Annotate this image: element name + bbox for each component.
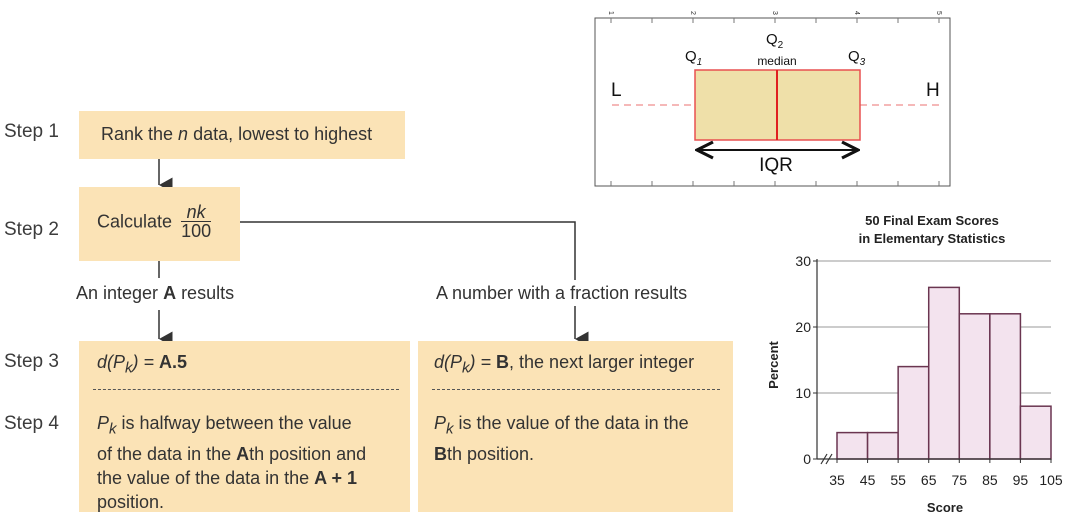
histogram-bar (866, 431, 899, 460)
label-q3: Q3 (848, 48, 866, 68)
connector-step2-right-a (240, 221, 576, 280)
y-tick-label: 30 (795, 253, 811, 269)
x-tick-label: 35 (829, 472, 845, 488)
x-tick-label: 45 (860, 472, 876, 488)
boxplot-diagram: 1 2 3 4 5 L H Q1 Q2 median Q3 IQR (594, 11, 951, 187)
chart-title: 50 Final Exam Scores (865, 213, 999, 228)
label-h: H (926, 80, 940, 101)
branch-fraction-label: A number with a fraction results (434, 283, 690, 304)
x-tick-label: 65 (921, 472, 937, 488)
step1-box: Rank the n data, lowest to highest (79, 111, 405, 159)
right-divider (432, 389, 720, 390)
step2-box: Calculate nk 100 (79, 187, 240, 261)
boxplot-tick-4: 4 (853, 11, 860, 15)
fraction-result-box: d(Pk) = B, the next larger integer Pk is… (418, 341, 733, 512)
x-tick-label: 105 (1039, 472, 1063, 488)
step3-label: Step 3 (4, 351, 59, 372)
step2-formula: Calculate nk 100 (97, 202, 212, 241)
step1-label: Step 1 (4, 121, 59, 142)
label-q2: Q2 (766, 31, 784, 51)
step4-right-text: Pk is the value of the data in the Bth p… (434, 413, 689, 464)
histogram-bar (897, 365, 930, 460)
label-l: L (611, 80, 622, 101)
boxplot-tick-1: 1 (607, 11, 614, 15)
histogram-bar (989, 313, 1022, 460)
histogram-bar (836, 431, 869, 460)
x-tick-label: 85 (982, 472, 998, 488)
label-median: median (757, 54, 796, 68)
y-axis-label: Percent (766, 340, 781, 388)
histogram-bar (958, 313, 991, 460)
step4-label: Step 4 (4, 413, 59, 434)
boxplot-tick-5: 5 (935, 11, 942, 15)
histogram-chart: 50 Final Exam Scores in Elementary Stati… (766, 213, 1063, 515)
branch-integer-label: An integer A results (76, 283, 235, 303)
histogram-bar (927, 286, 961, 460)
step3-left-text: d(Pk) = A.5 (97, 352, 188, 377)
boxplot-tick-3: 3 (771, 11, 778, 15)
flowchart-connectors (158, 159, 589, 347)
chart-subtitle: in Elementary Statistics (859, 231, 1006, 246)
label-iqr: IQR (759, 155, 793, 176)
step2-label: Step 2 (4, 219, 59, 240)
axis-break-mark (820, 453, 828, 465)
x-tick-label: 75 (951, 472, 967, 488)
x-tick-label: 95 (1013, 472, 1029, 488)
x-axis-label: Score (927, 500, 963, 515)
y-tick-label: 10 (795, 385, 811, 401)
label-q1: Q1 (685, 48, 702, 68)
y-tick-label: 0 (803, 451, 811, 467)
boxplot-ticks (610, 18, 940, 186)
x-tick-label: 55 (890, 472, 906, 488)
left-divider (93, 389, 399, 390)
step4-left-text: Pk is halfway between the value of the d… (97, 413, 367, 512)
boxplot-tick-2: 2 (689, 11, 696, 15)
y-tick-label: 20 (795, 319, 811, 335)
integer-result-box: d(Pk) = A.5 Pk is halfway between the va… (79, 341, 410, 512)
step1-text: Rank the n data, lowest to highest (101, 124, 373, 144)
axis-break-mark (825, 453, 833, 465)
histogram-bar (1019, 405, 1052, 460)
step3-right-text: d(Pk) = B, the next larger integer (434, 352, 695, 377)
